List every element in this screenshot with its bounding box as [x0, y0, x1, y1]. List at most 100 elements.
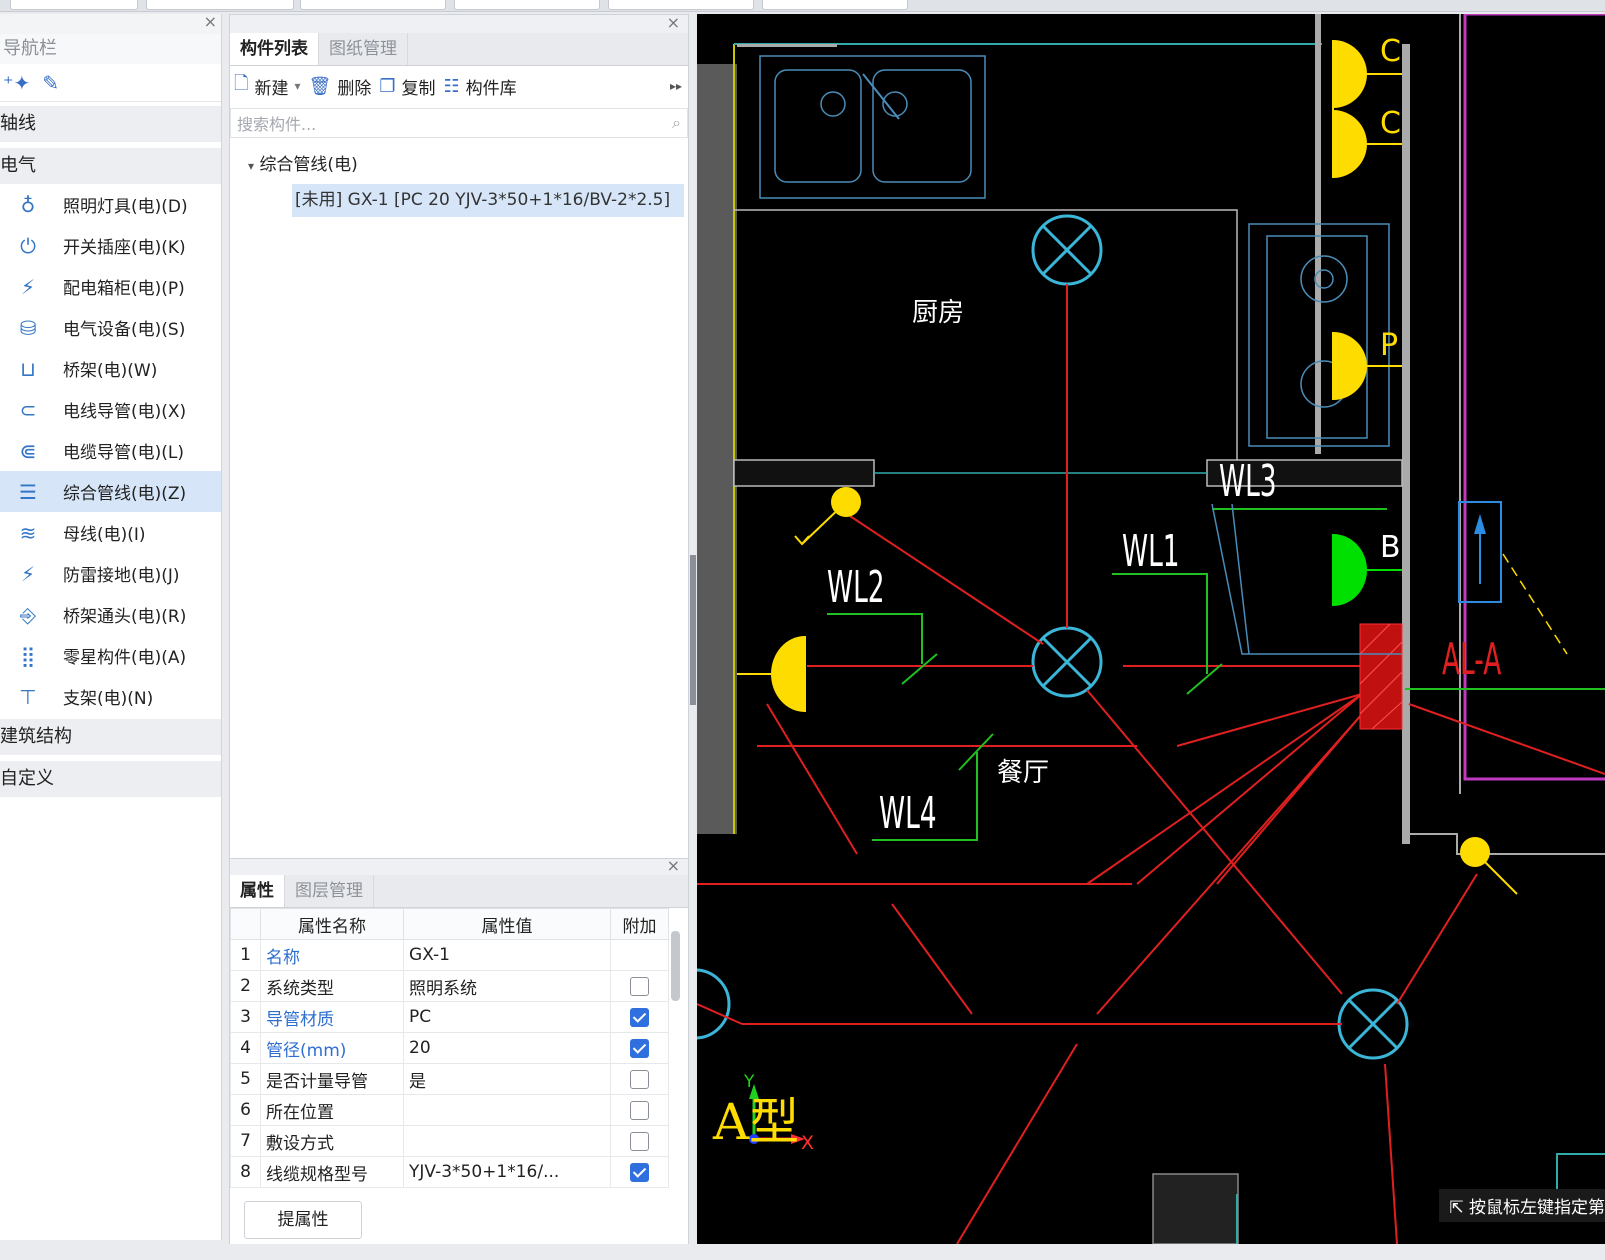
top-dropdown-5[interactable]	[608, 0, 754, 10]
extra-cell	[610, 970, 669, 1002]
property-value-cell[interactable]: GX-1	[403, 939, 611, 971]
tab-component-list[interactable]: 构件列表	[230, 33, 319, 65]
nav-panel-header: ×	[0, 12, 221, 34]
extra-cell	[610, 1001, 669, 1033]
tree-root[interactable]: ▾ 综合管线(电)	[230, 148, 688, 182]
distribution-box-icon: ⚡	[20, 274, 36, 299]
row-index-cell: 4	[230, 1032, 261, 1064]
top-dropdown-4[interactable]	[454, 0, 600, 10]
property-tabs: 属性 图层管理	[230, 875, 688, 908]
property-value-cell[interactable]: 照明系统	[403, 970, 611, 1002]
extra-cell	[610, 1094, 669, 1126]
property-name-cell: 系统类型	[259, 970, 405, 1002]
tab-drawing-management[interactable]: 图纸管理	[319, 33, 408, 65]
tree-leaf-gx1[interactable]: [未用] GX-1 [PC 20 YJV-3*50+1*16/BV-2*2.5]	[292, 184, 684, 217]
delete-button[interactable]: 🗑删除	[309, 74, 372, 99]
extract-property-button[interactable]: 提属性	[244, 1201, 362, 1239]
nav-item[interactable]: ♁ 照明灯具(电)(D)	[0, 184, 221, 225]
nav-item[interactable]: ⊂电线导管(电)(X)	[0, 389, 221, 430]
property-value-cell[interactable]: PC	[403, 1001, 611, 1033]
extra-checkbox[interactable]	[630, 1131, 649, 1151]
extra-checkbox[interactable]	[630, 1100, 649, 1120]
property-name-cell: 导管材质	[259, 1001, 405, 1033]
property-value-cell[interactable]	[403, 1125, 611, 1157]
nav-item[interactable]: ⚡配电箱柜(电)(P)	[0, 266, 221, 307]
top-dropdown-1[interactable]	[10, 0, 138, 10]
property-value-cell[interactable]: 是	[403, 1063, 611, 1095]
extra-checkbox[interactable]	[630, 1162, 649, 1182]
circuit-label-wl3: WL3	[1219, 456, 1277, 507]
nav-item[interactable]: ⏻开关插座(电)(K)	[0, 225, 221, 266]
cad-drawing-canvas[interactable]: 厨房 餐厅 WL1 WL2 WL3 WL4 AL-A C C P B A型 Y …	[697, 14, 1605, 1244]
nav-item[interactable]: ⊤支架(电)(N)	[0, 676, 221, 717]
top-dropdown-2[interactable]	[146, 0, 294, 10]
panel-splitter[interactable]	[690, 555, 696, 705]
category-electric[interactable]: 电气	[0, 148, 221, 184]
command-status-bar: ⇱ 按鼠标左键指定第	[1439, 1189, 1605, 1222]
tab-properties[interactable]: 属性	[230, 875, 285, 907]
close-icon[interactable]: ×	[666, 856, 680, 875]
copy-button[interactable]: ❐复制	[379, 74, 435, 99]
new-button[interactable]: 🗋新建▾	[234, 71, 301, 101]
component-tree: ▾ 综合管线(电) [未用] GX-1 [PC 20 YJV-3*50+1*16…	[230, 140, 688, 217]
property-panel-header: ×	[230, 856, 688, 875]
extra-checkbox[interactable]	[630, 976, 649, 996]
extra-checkbox[interactable]	[630, 1038, 649, 1058]
room-label-kitchen: 厨房	[912, 298, 965, 328]
copy-icon: ❐	[379, 75, 396, 97]
category-custom[interactable]: 自定义	[0, 761, 221, 797]
top-toolbar-strip	[0, 0, 1605, 12]
edit-icon[interactable]: ✎	[42, 70, 60, 95]
tray-icon: ⊔	[20, 356, 36, 381]
bulb-icon: ♁	[20, 192, 36, 217]
nav-item-label: 照明灯具(电)(D)	[63, 197, 188, 217]
top-dropdown-6[interactable]	[762, 0, 908, 10]
category-structure[interactable]: 建筑结构	[0, 719, 221, 755]
property-value-cell[interactable]	[403, 1094, 611, 1126]
top-dropdown-3[interactable]	[300, 0, 446, 10]
nav-item[interactable]: ☰综合管线(电)(Z)	[0, 471, 221, 512]
nav-item[interactable]: ≋母线(电)(I)	[0, 512, 221, 553]
close-icon[interactable]: ×	[666, 13, 680, 32]
circuit-label-wl4: WL4	[879, 788, 937, 839]
new-label: 新建	[254, 78, 289, 99]
close-icon[interactable]: ×	[203, 12, 217, 31]
equipment-icon: ⛁	[19, 315, 37, 340]
add-icon[interactable]: ⁺✦	[3, 70, 31, 95]
extra-checkbox[interactable]	[630, 1069, 649, 1089]
property-scrollbar[interactable]	[671, 931, 680, 1001]
socket-label-b: B	[1380, 530, 1401, 565]
chevron-down-icon[interactable]: ▾	[294, 79, 301, 93]
nav-item[interactable]: ⚡防雷接地(电)(J)	[0, 553, 221, 594]
property-value-cell[interactable]: YJV-3*50+1*16/...	[403, 1156, 611, 1188]
search-input[interactable]: 搜索构件... ⌕	[230, 108, 688, 138]
nav-item[interactable]: ⎆桥架通头(电)(R)	[0, 594, 221, 635]
row-index-cell: 7	[230, 1125, 261, 1157]
extra-checkbox[interactable]	[630, 1007, 649, 1027]
cursor-icon: ⇱	[1449, 1198, 1464, 1218]
more-icon[interactable]: ▸▸	[669, 79, 682, 93]
nav-item[interactable]: ⛁电气设备(电)(S)	[0, 307, 221, 348]
library-button[interactable]: ☷构件库	[444, 74, 517, 99]
tab-layer-management[interactable]: 图层管理	[285, 875, 374, 907]
nav-item[interactable]: ⊔桥架(电)(W)	[0, 348, 221, 389]
nav-item[interactable]: ⣿零星构件(电)(A)	[0, 635, 221, 676]
nav-item-label: 母线(电)(I)	[63, 525, 146, 545]
category-axis[interactable]: 轴线	[0, 106, 221, 142]
expand-icon[interactable]: ▾	[248, 159, 255, 173]
nav-item[interactable]: ⋐电缆导管(电)(L)	[0, 430, 221, 471]
navigation-panel: × 导航栏 ⁺✦ ✎ 轴线 电气 ♁照明灯具(电)(D)⏻开关插座(电)(K)⚡…	[0, 12, 222, 1240]
trash-icon: 🗑	[308, 75, 332, 97]
extra-cell	[610, 1156, 669, 1188]
property-value-cell[interactable]: 20	[403, 1032, 611, 1064]
cable-conduit-icon: ⋐	[19, 438, 37, 463]
bottom-status-strip	[0, 1244, 1605, 1260]
